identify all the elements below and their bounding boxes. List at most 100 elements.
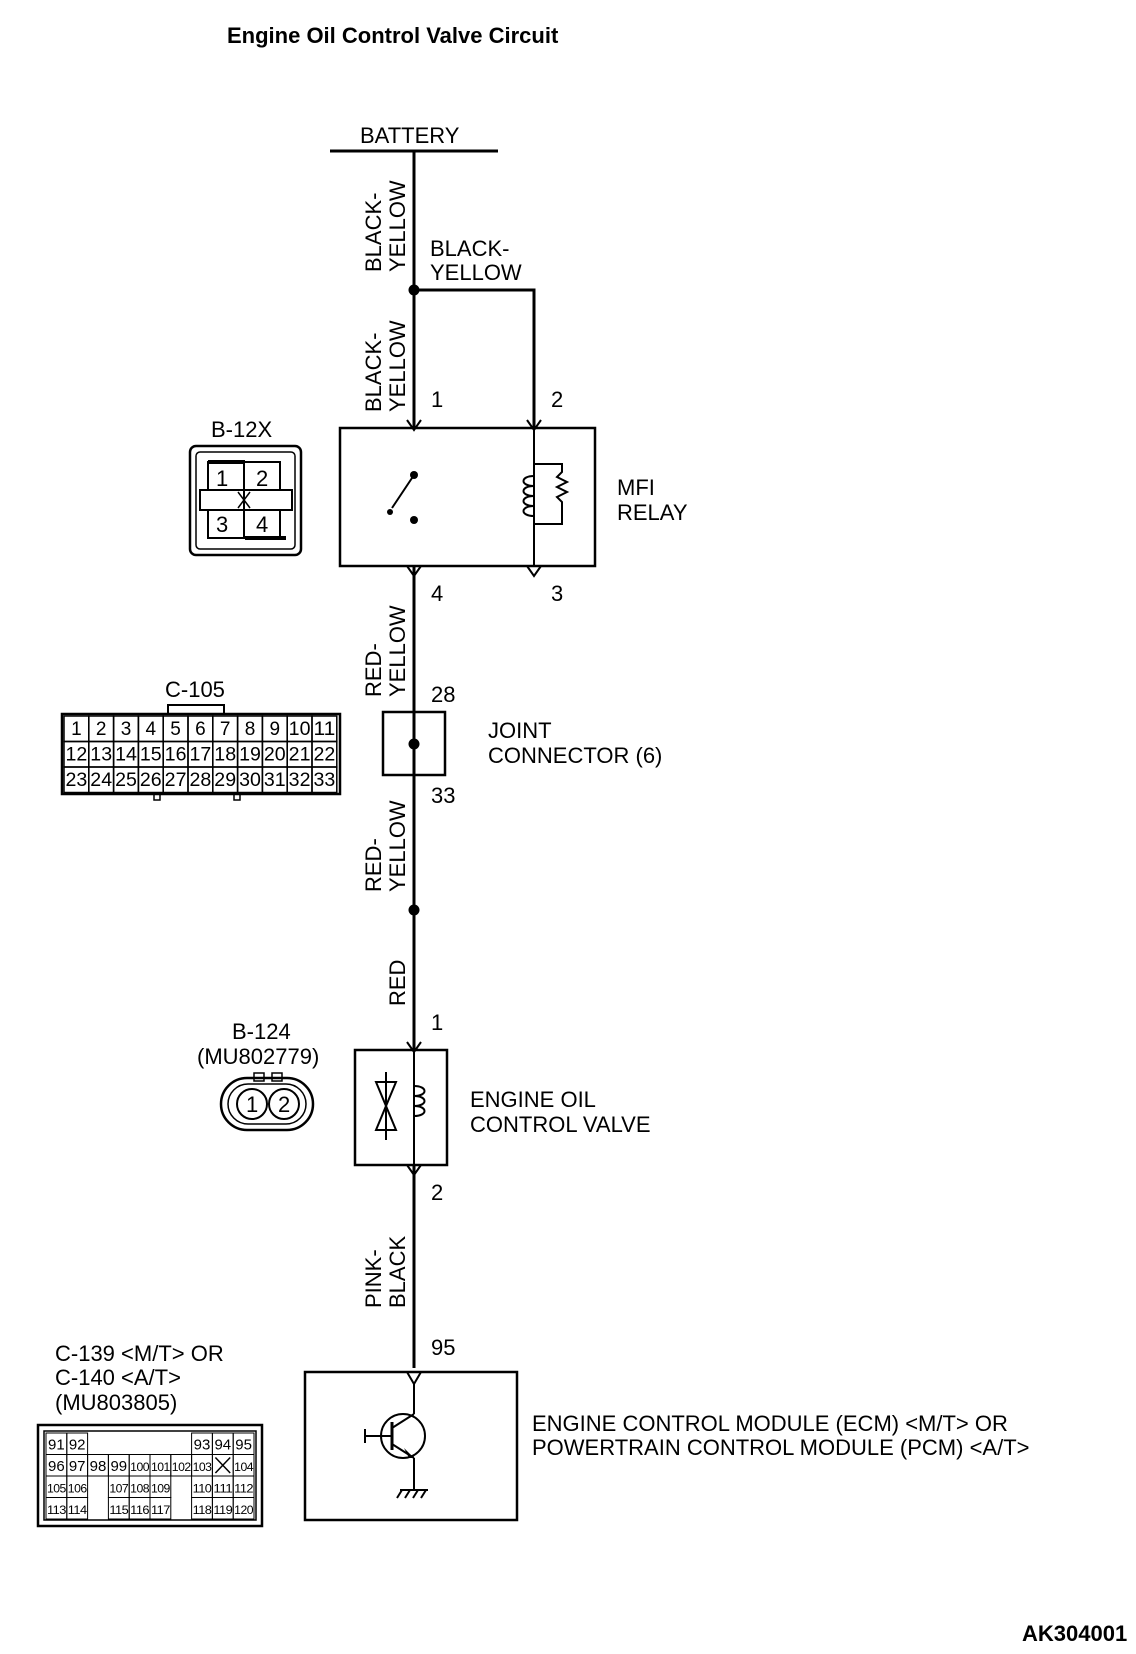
c139-cell-118: 118 [193,1505,212,1517]
valve-label-1: ENGINE OIL [470,1087,596,1112]
wire-label-branch: BLACK- YELLOW [430,236,522,285]
c139-cell-99: 99 [110,1458,127,1475]
battery-label: BATTERY [360,123,460,148]
connector-c139-label-1: C-139 <M/T> OR [55,1341,224,1366]
c139-cell-93: 93 [194,1437,211,1454]
svg-text:1: 1 [216,466,228,491]
joint-pin-33: 33 [431,783,455,808]
c139-cell-92: 92 [69,1437,86,1454]
c105-cell-11: 11 [314,719,336,740]
c139-cell-91: 91 [48,1437,65,1454]
c139-cell-110: 110 [193,1484,212,1496]
valve-pin-1: 1 [431,1010,443,1035]
svg-text:YELLOW: YELLOW [385,800,410,892]
c139-cell-116: 116 [130,1505,149,1517]
svg-text:YELLOW: YELLOW [385,180,410,272]
c139-cell-94: 94 [214,1437,231,1454]
c139-cell-117: 117 [151,1505,170,1517]
c105-cell-27: 27 [165,770,187,791]
svg-text:4: 4 [256,512,268,537]
c105-cell-18: 18 [214,745,236,766]
c105-cell-4: 4 [146,719,157,740]
ecm-pin-95: 95 [431,1335,455,1360]
c105-cell-10: 10 [289,719,311,740]
ecm-label-1: ENGINE CONTROL MODULE (ECM) <M/T> OR [532,1411,1008,1436]
c139-cell-109: 109 [151,1484,170,1496]
c105-cell-23: 23 [66,770,88,791]
c139-cell-102: 102 [172,1462,191,1474]
c139-cell-96: 96 [48,1458,65,1475]
engine-oil-control-valve: ENGINE OIL CONTROL VALVE [353,1041,651,1177]
svg-text:YELLOW: YELLOW [430,260,522,285]
c105-cell-16: 16 [165,745,187,766]
wire-label-bat-top: BLACK- YELLOW [361,180,410,272]
c139-cell-100: 100 [130,1462,149,1474]
c105-cell-7: 7 [220,719,231,740]
svg-text:RED-: RED- [361,838,386,892]
mfi-relay-label-2: RELAY [617,500,688,525]
relay-pin-4: 4 [431,581,443,606]
c105-cell-20: 20 [264,745,286,766]
relay-pin-2: 2 [551,387,563,412]
c105-cell-9: 9 [270,719,281,740]
c105-cell-12: 12 [66,745,88,766]
connector-b124-label: B-124 [232,1019,291,1044]
c105-cell-32: 32 [289,770,311,791]
c139-cell-119: 119 [213,1505,232,1517]
c139-cell-107: 107 [109,1484,128,1496]
svg-text:2: 2 [278,1092,290,1117]
c105-cell-25: 25 [115,770,137,791]
connector-b124-part: (MU802779) [197,1044,319,1069]
c105-cell-22: 22 [314,745,336,766]
c105-cell-2: 2 [96,719,107,740]
c139-cell-103: 103 [193,1462,212,1474]
c105-cell-30: 30 [239,770,261,791]
c105-cell-1: 1 [71,719,82,740]
svg-text:BLACK: BLACK [385,1236,410,1308]
c139-cell-114: 114 [68,1505,88,1517]
svg-text:RED-: RED- [361,643,386,697]
c139-cell-113: 113 [47,1505,66,1517]
c105-cell-28: 28 [190,770,212,791]
wire-label-relay-out: RED- YELLOW [361,605,410,697]
c105-cell-17: 17 [190,745,212,766]
c105-cell-31: 31 [264,770,286,791]
svg-text:2: 2 [256,466,268,491]
c105-cell-8: 8 [245,719,256,740]
wire-label-joint-out: RED- YELLOW [361,800,410,892]
connector-c139-part: (MU803805) [55,1390,177,1415]
connector-b12x: B-12X 1 2 3 4 [188,417,303,557]
connector-b12x-label: B-12X [211,417,272,442]
c105-cell-33: 33 [314,770,336,791]
svg-text:3: 3 [216,512,228,537]
c105-cell-26: 26 [140,770,162,791]
c139-cell-105: 105 [47,1484,66,1496]
c105-cell-24: 24 [90,770,112,791]
c139-cell-120: 120 [234,1505,253,1517]
joint-label-2: CONNECTOR (6) [488,743,662,768]
svg-text:RED: RED [385,960,410,1006]
relay-pin-3: 3 [551,581,563,606]
valve-pin-2: 2 [431,1180,443,1205]
connector-c139: C-139 <M/T> OR C-140 <A/T> (MU803805) 91… [36,1341,264,1528]
c105-cell-29: 29 [214,770,236,791]
c139-cell-112: 112 [234,1484,253,1496]
c105-cell-19: 19 [239,745,261,766]
mfi-relay-label-1: MFI [617,475,655,500]
wire-label-relay-in: BLACK- YELLOW [361,320,410,412]
c105-cell-21: 21 [289,745,311,766]
c139-cell-98: 98 [90,1458,107,1475]
connector-c139-label-2: C-140 <A/T> [55,1365,181,1390]
c139-cell-95: 95 [235,1437,252,1454]
figure-id: AK304001 [1022,1621,1127,1646]
splice-dot-bottom [408,904,420,916]
c105-cell-5: 5 [170,719,181,740]
c139-cell-115: 115 [109,1505,128,1517]
svg-text:YELLOW: YELLOW [385,320,410,412]
joint-label-1: JOINT [488,718,552,743]
svg-text:BLACK-: BLACK- [430,236,509,261]
svg-text:BLACK-: BLACK- [361,333,386,412]
svg-text:YELLOW: YELLOW [385,605,410,697]
